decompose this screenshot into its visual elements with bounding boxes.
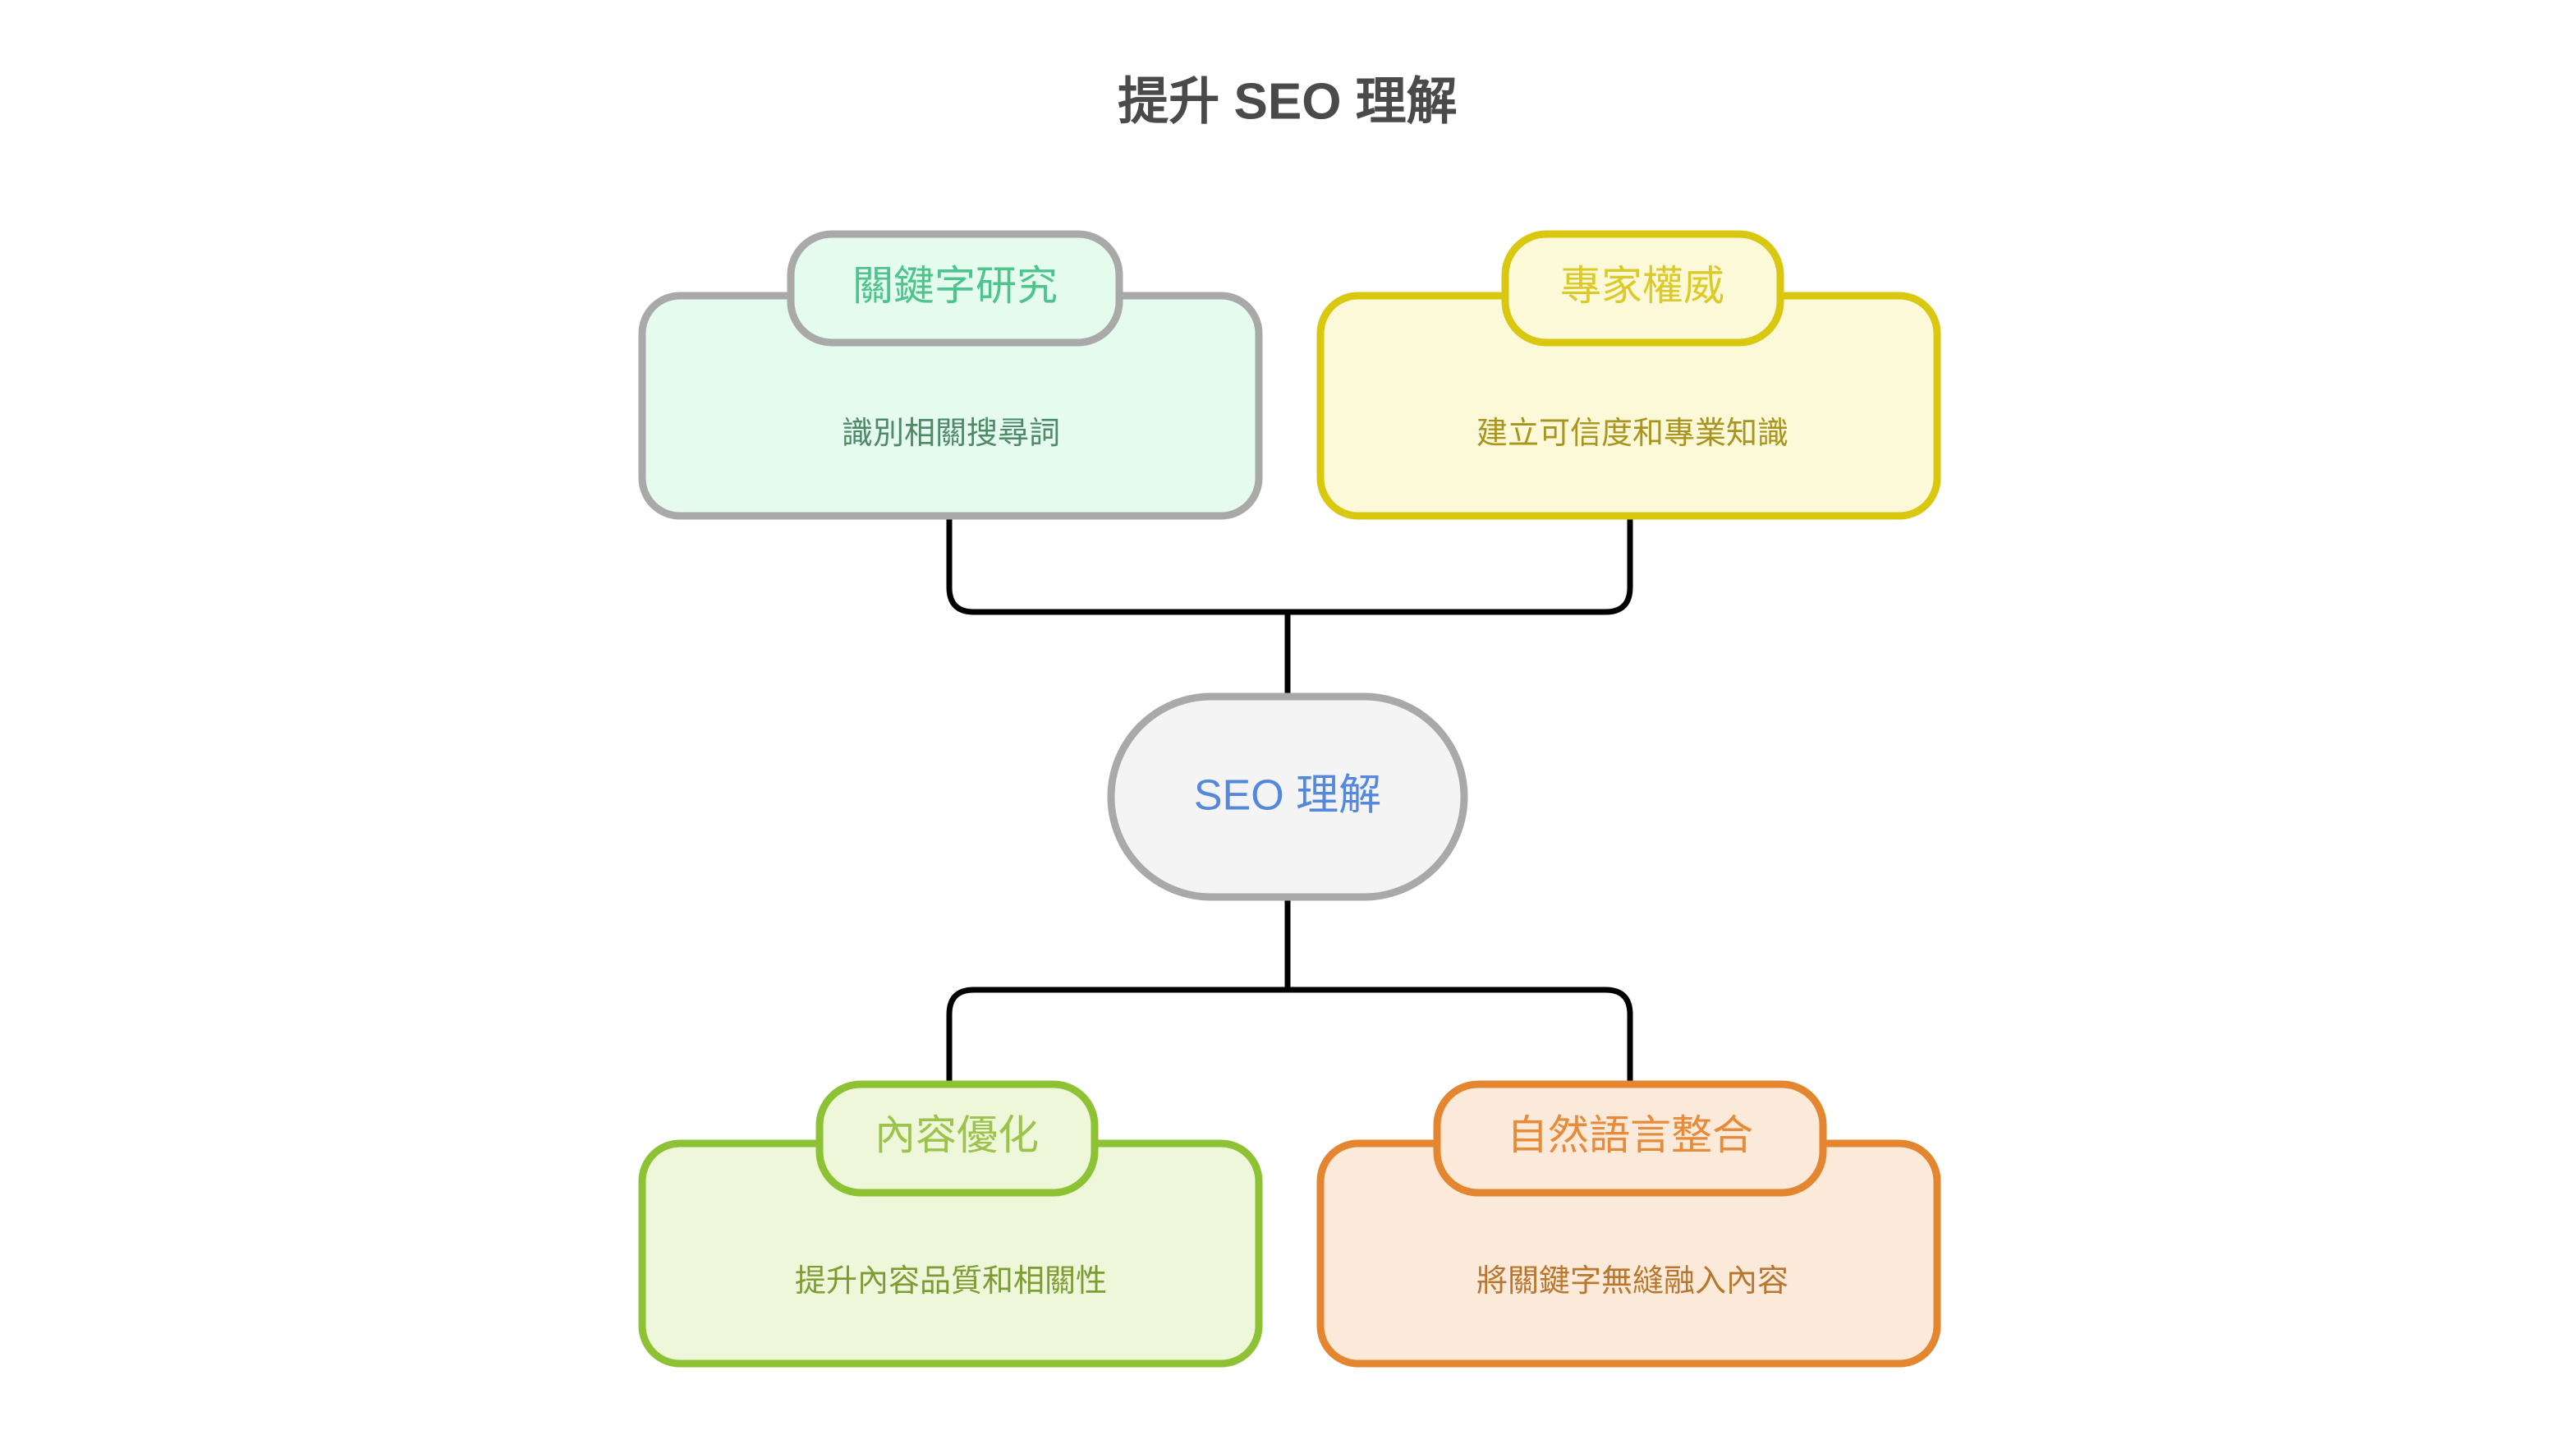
node-content-optimization[interactable]: 內容優化 提升內容品質和相關性 <box>638 1080 1263 1368</box>
keyword-research-title: 關鍵字研究 <box>852 263 1058 309</box>
page-title: 提升 SEO 理解 <box>1118 73 1457 130</box>
expert-authority-title: 專家權威 <box>1560 263 1724 309</box>
content-optimization-description: 提升內容品質和相關性 <box>795 1264 1107 1299</box>
keyword-research-description: 識別相關搜尋詞 <box>842 416 1060 451</box>
natural-language-integration-description: 將關鍵字無縫融入內容 <box>1476 1264 1789 1299</box>
natural-language-integration-title-pill[interactable] <box>1433 1080 1827 1197</box>
content-optimization-title: 內容優化 <box>875 1112 1039 1158</box>
natural-language-integration-title: 自然語言整合 <box>1507 1112 1753 1158</box>
node-seo-understanding[interactable]: SEO 理解 <box>1107 692 1468 901</box>
edge-expert-authority-to-center <box>1288 516 1633 615</box>
seo-understanding-shape[interactable] <box>1107 692 1468 901</box>
node-expert-authority[interactable]: 專家權威 建立可信度和專業知識 <box>1316 230 1941 520</box>
edge-group-bottom <box>946 897 1633 1084</box>
content-optimization-title-pill[interactable] <box>815 1080 1099 1197</box>
edge-center-to-content-optimization <box>946 987 1288 1084</box>
seo-understanding-label: SEO 理解 <box>1194 772 1381 820</box>
node-keyword-research[interactable]: 關鍵字研究 識別相關搜尋詞 <box>638 230 1263 520</box>
edge-center-to-natural-language-integration <box>1288 987 1633 1084</box>
expert-authority-description: 建立可信度和專業知識 <box>1476 416 1789 451</box>
edge-keyword-research-to-center <box>946 516 1288 615</box>
node-natural-language-integration[interactable]: 自然語言整合 將關鍵字無縫融入內容 <box>1316 1080 1941 1368</box>
edge-group-top <box>946 516 1633 697</box>
expert-authority-title-pill[interactable] <box>1501 230 1784 347</box>
keyword-research-title-pill[interactable] <box>787 230 1123 347</box>
